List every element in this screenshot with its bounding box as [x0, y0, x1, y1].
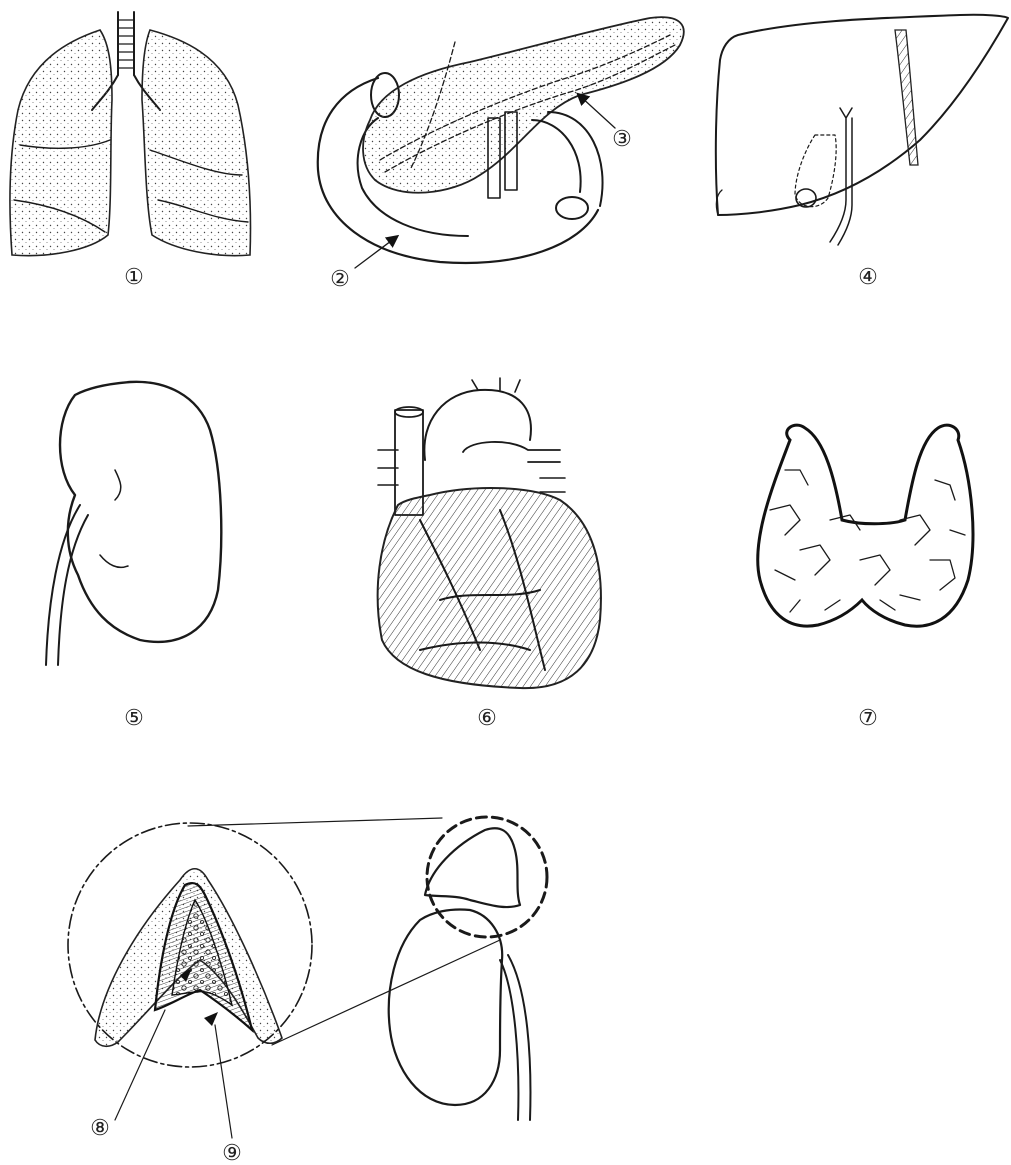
- label-9: ⑨: [222, 1141, 242, 1165]
- liver-icon: [716, 15, 1008, 245]
- label-5: ⑤: [124, 706, 144, 731]
- label-6: ⑥: [477, 706, 497, 731]
- thyroid-icon: [758, 425, 973, 626]
- label-4: ④: [858, 265, 878, 290]
- label-2: ②: [330, 267, 350, 292]
- kidney-icon: [46, 382, 221, 665]
- adrenal-icon: [68, 817, 547, 1138]
- label-7: ⑦: [858, 706, 878, 731]
- lungs-icon: [10, 12, 251, 256]
- label-1: ①: [124, 265, 144, 290]
- label-8: ⑧: [90, 1116, 110, 1141]
- heart-icon: [378, 378, 601, 688]
- label-3: ③: [612, 127, 632, 152]
